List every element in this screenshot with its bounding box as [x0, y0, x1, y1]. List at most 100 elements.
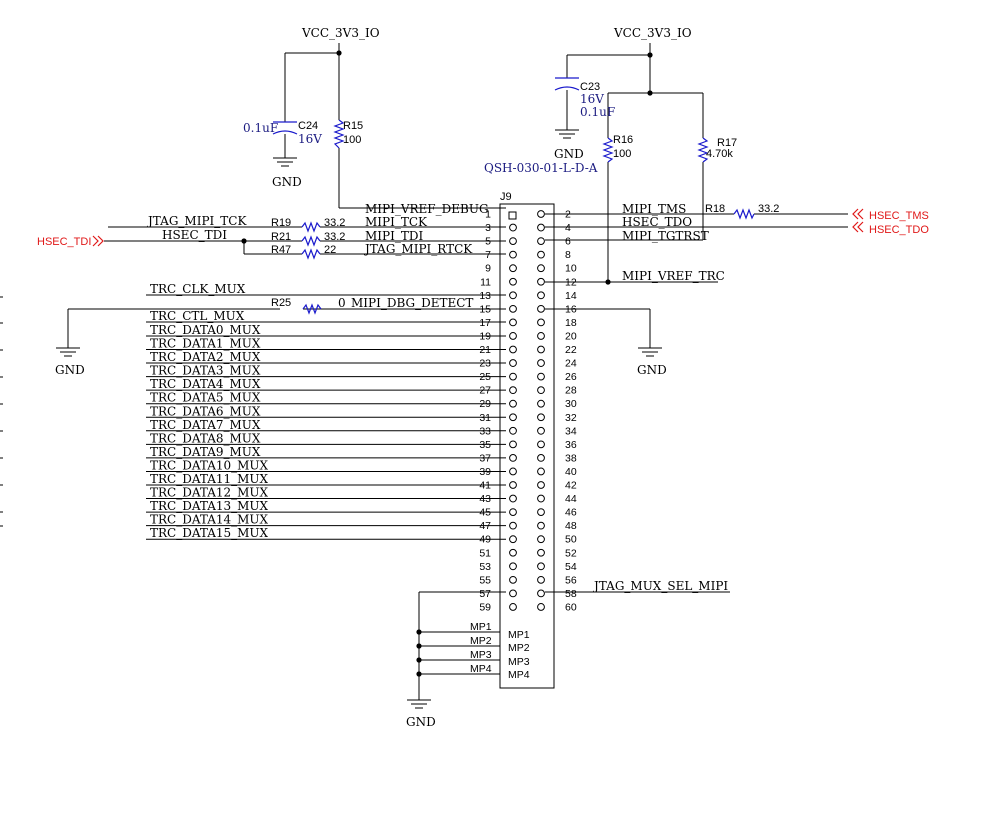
- r15-ref: R15: [343, 120, 363, 132]
- connector-pin-circles: [509, 210, 545, 611]
- trc-data-net-label: TRC_DATA4_MUX: [150, 377, 261, 391]
- c24-value: 0.1uF: [243, 121, 278, 135]
- pin-circle-odd: [509, 386, 517, 395]
- pin-number-even: 44: [565, 493, 577, 505]
- c23-value: 0.1uF: [580, 105, 615, 119]
- pin-circle-even: [537, 399, 545, 408]
- pin-circle-even: [537, 223, 545, 232]
- pin-number-even: 6: [565, 236, 571, 248]
- hsec-tdo-port-icon: [852, 221, 864, 233]
- pin-circle-odd: [509, 494, 517, 503]
- pin-circle-even: [537, 318, 545, 327]
- pin-number-odd: 57: [479, 588, 491, 600]
- net-hsec-tdi: HSEC_TDI: [162, 228, 227, 242]
- gnd-label-bottom: GND: [406, 715, 436, 729]
- pin-number-odd: 59: [479, 601, 491, 613]
- trc-data-net-label: TRC_DATA9_MUX: [150, 445, 261, 459]
- pin-number-even: 4: [565, 222, 571, 234]
- pin-circle-odd: [509, 250, 517, 259]
- trc-data-net-label: TRC_DATA8_MUX: [150, 431, 261, 445]
- pin-number-even: 18: [565, 317, 577, 329]
- hsec-tdi-net: [104, 238, 506, 255]
- pin-number-even: 24: [565, 358, 577, 370]
- trc-data-net-label: TRC_DATA3_MUX: [150, 364, 261, 378]
- pin-number-odd: 5: [485, 236, 491, 248]
- trc-data-net-label: TRC_DATA1_MUX: [150, 337, 261, 351]
- pin-number-even: 58: [565, 588, 577, 600]
- pin-number-even: 32: [565, 412, 577, 424]
- r21-value: 33.2: [324, 231, 345, 243]
- net-mipi-dbg-detect: MIPI_DBG_DETECT: [351, 296, 473, 310]
- net-mipi-tms: MIPI_TMS: [622, 202, 686, 216]
- r19-value: 33.2: [324, 217, 345, 229]
- pin-circle-even: [537, 304, 545, 313]
- pin-number-even: 40: [565, 466, 577, 478]
- pin-circle-even: [537, 494, 545, 503]
- pin-circle-odd: [509, 535, 517, 544]
- pin-number-odd: 7: [485, 249, 491, 261]
- pin-number-odd: 51: [479, 547, 491, 559]
- pin-number-even: 36: [565, 439, 577, 451]
- pin-number-even: 22: [565, 344, 577, 356]
- pin-number-odd: 55: [479, 574, 491, 586]
- pin-number-odd: 1: [485, 209, 491, 221]
- r18-ref: R18: [705, 203, 725, 215]
- pin-circle-even: [537, 250, 545, 259]
- r47-resistor: [301, 248, 321, 260]
- right-side-wires: [545, 213, 848, 228]
- gnd-symbol-bottom: [407, 699, 431, 709]
- pin-circle-odd: [509, 603, 517, 611]
- r18-resistor: [733, 208, 755, 220]
- vcc-right-net: [545, 43, 718, 285]
- gnd-right-wire: [545, 308, 651, 348]
- pin-number-even: 34: [565, 425, 577, 437]
- pin-number-even: 30: [565, 398, 577, 410]
- net-mipi-vref-trc: MIPI_VREF_TRC: [622, 269, 725, 283]
- pin-number-even: 54: [565, 561, 577, 573]
- c23-ref: C23: [580, 81, 600, 93]
- pin-number-odd: 3: [485, 222, 491, 234]
- connector-body: [499, 203, 555, 689]
- r18-value: 33.2: [758, 203, 779, 215]
- pin-circle-even: [537, 359, 545, 367]
- pin-circle-even: [537, 413, 545, 422]
- pin-number-even: 52: [565, 547, 577, 559]
- pin-circle-odd: [509, 277, 517, 286]
- pin-circle-odd: [509, 426, 517, 435]
- connector-pin1-marker: [508, 211, 517, 220]
- connector-even-pin-labels: 2468101214161820222426283032343638404244…: [565, 209, 577, 614]
- pin-number-even: 28: [565, 385, 577, 397]
- pin-number-even: 20: [565, 330, 577, 342]
- pin-number-odd: 9: [485, 263, 491, 275]
- pin-circle-even: [537, 264, 545, 273]
- pin-circle-odd: [509, 223, 517, 232]
- trc-data-net-label: TRC_DATA11_MUX: [150, 472, 269, 486]
- pin-circle-odd: [509, 332, 517, 340]
- connector-ref: J9: [500, 191, 512, 203]
- pin-number-even: 8: [565, 249, 571, 261]
- pin-circle-even: [537, 535, 545, 544]
- gnd-symbol-c24: [273, 157, 297, 167]
- net-mipi-tck: MIPI_TCK: [365, 215, 428, 229]
- r16-value: 100: [613, 148, 631, 160]
- pin-circle-even: [537, 548, 545, 557]
- pin-number-even: 60: [565, 601, 577, 613]
- c24-voltage: 16V: [298, 132, 322, 146]
- gnd-symbol-right: [638, 347, 662, 357]
- trc-data-net-label: TRC_DATA14_MUX: [150, 513, 269, 527]
- pin-circle-even: [537, 575, 545, 584]
- pin-circle-odd: [509, 589, 517, 598]
- hsec-tdi-port-icon: [92, 235, 104, 247]
- pin-circle-odd: [509, 237, 517, 246]
- pin-circle-odd: [509, 508, 517, 516]
- trc-data-net-label: TRC_DATA7_MUX: [150, 418, 261, 432]
- connector-odd-pin-labels: 1357911131517192123252729313335373941434…: [479, 209, 491, 614]
- net-trc-clk-mux: TRC_CLK_MUX: [150, 282, 246, 296]
- connector-part: QSH-030-01-L-D-A: [484, 161, 598, 175]
- r25-resistor: [302, 303, 322, 315]
- net-trc-ctl-mux: TRC_CTL_MUX: [150, 309, 245, 323]
- pin-number-even: 42: [565, 480, 577, 492]
- net-jtag-mipi-rtck: JTAG_MIPI_RTCK: [363, 242, 473, 256]
- pin-circle-odd: [509, 359, 517, 367]
- pin-circle-odd: [509, 318, 517, 327]
